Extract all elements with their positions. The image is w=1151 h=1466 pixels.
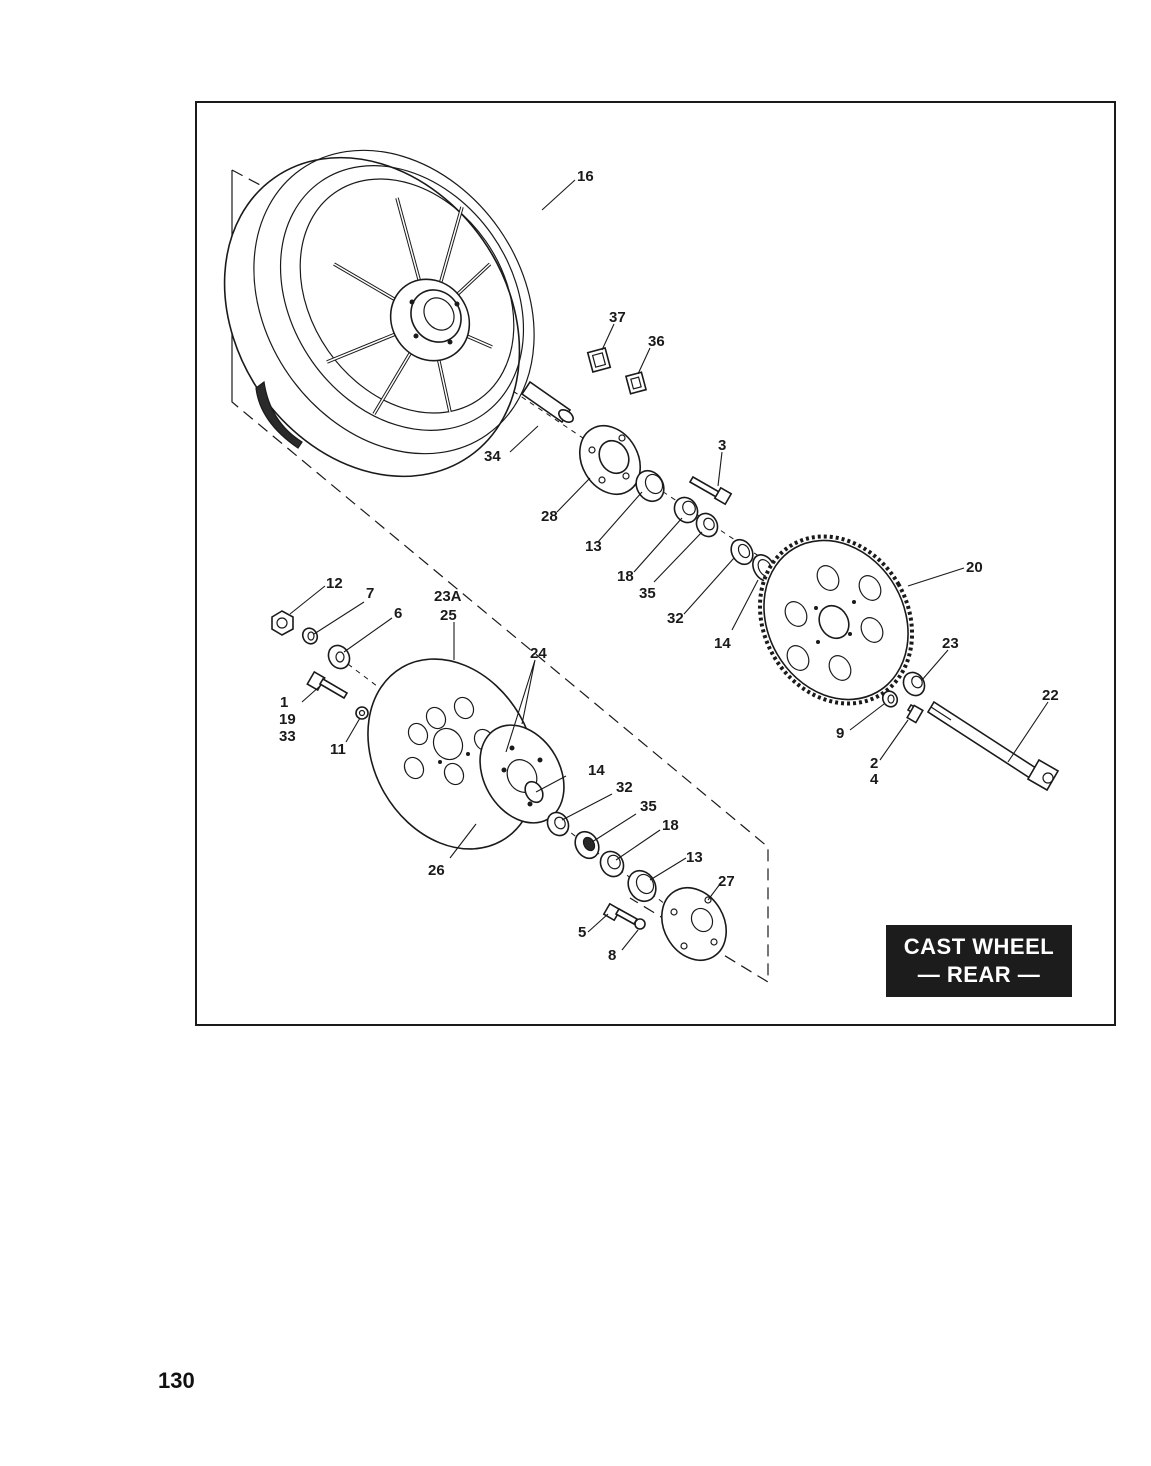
callout-36: 36 — [648, 333, 665, 350]
callout-labels: 16 37 36 34 3 28 13 18 35 32 14 20 23 22… — [279, 168, 1059, 964]
section-title-line-1: CAST WHEEL — [903, 934, 1055, 959]
hub-bolt-lower — [602, 902, 639, 926]
leader-lines — [289, 179, 1049, 951]
callout-34: 34 — [484, 448, 501, 465]
seal-upper — [695, 512, 719, 538]
callout-27: 27 — [718, 873, 735, 890]
callout-23: 23 — [942, 635, 959, 652]
callout-11: 11 — [330, 741, 346, 758]
callout-18-lower: 18 — [662, 817, 679, 834]
callout-37: 37 — [609, 309, 626, 326]
callout-23A: 23A — [434, 588, 462, 605]
seal-lower — [574, 830, 600, 860]
lockwasher-11 — [355, 706, 369, 720]
balance-weight-37 — [586, 347, 612, 373]
callout-12: 12 — [326, 575, 343, 592]
callout-19: 19 — [279, 711, 296, 728]
page-number: 130 — [158, 1368, 195, 1393]
callout-14-lower: 14 — [588, 762, 605, 779]
bearing-upper — [673, 496, 699, 524]
axle-spacer-sleeve — [520, 380, 574, 424]
callout-20: 20 — [966, 559, 983, 576]
callout-24: 24 — [530, 645, 547, 662]
callout-22: 22 — [1042, 687, 1059, 704]
washer-6 — [327, 644, 351, 670]
section-title-badge: CAST WHEEL — REAR — — [886, 925, 1072, 997]
callout-28: 28 — [541, 508, 558, 525]
spacer-washer-lower — [546, 811, 570, 837]
callout-32-upper: 32 — [667, 610, 684, 627]
spacer-washer-upper — [730, 538, 754, 566]
section-title-line-2: — REAR — — [917, 962, 1041, 987]
callout-7: 7 — [366, 585, 374, 602]
callout-35-upper: 35 — [639, 585, 656, 602]
bearing-cup-upper — [635, 469, 665, 503]
callout-5: 5 — [578, 924, 586, 941]
callout-9: 9 — [836, 725, 844, 742]
callout-25: 25 — [440, 607, 457, 624]
balance-weight-36 — [624, 371, 648, 395]
callout-4: 4 — [870, 771, 879, 788]
lockwasher-8 — [634, 918, 646, 930]
hub-flange-lower — [661, 887, 727, 961]
callout-8: 8 — [608, 947, 616, 964]
rear-axle — [926, 700, 1060, 792]
exploded-view-frame: 16 37 36 34 3 28 13 18 35 32 14 20 23 22… — [195, 101, 1116, 1026]
callout-6: 6 — [394, 605, 402, 622]
callout-35-lower: 35 — [640, 798, 657, 815]
rear-sprocket — [757, 534, 915, 706]
lockwasher-7 — [301, 627, 319, 645]
callout-14-upper: 14 — [714, 635, 731, 652]
rotor-bolt — [306, 670, 349, 700]
callout-1: 1 — [280, 694, 288, 711]
exploded-parts-diagram: 16 37 36 34 3 28 13 18 35 32 14 20 23 22… — [223, 149, 1060, 984]
axle-spacer-23 — [902, 671, 926, 697]
hub-flange-upper — [579, 425, 641, 495]
hub-bolt-upper — [688, 475, 733, 506]
bearing-cup-lower — [627, 869, 657, 903]
callout-32-lower: 32 — [616, 779, 633, 796]
callout-13-upper: 13 — [585, 538, 602, 555]
callout-16: 16 — [577, 168, 594, 185]
callout-33: 33 — [279, 728, 296, 745]
callout-13-lower: 13 — [686, 849, 703, 866]
callout-18-upper: 18 — [617, 568, 634, 585]
callout-2: 2 — [870, 755, 878, 772]
retaining-ring-lower — [524, 780, 544, 804]
washer-9 — [881, 690, 899, 708]
nut-12 — [271, 610, 294, 636]
callout-3: 3 — [718, 437, 726, 454]
cast-wheel — [223, 149, 535, 478]
callout-26: 26 — [428, 862, 445, 879]
bearing-lower — [599, 850, 625, 878]
sprocket-bolt — [906, 703, 924, 724]
